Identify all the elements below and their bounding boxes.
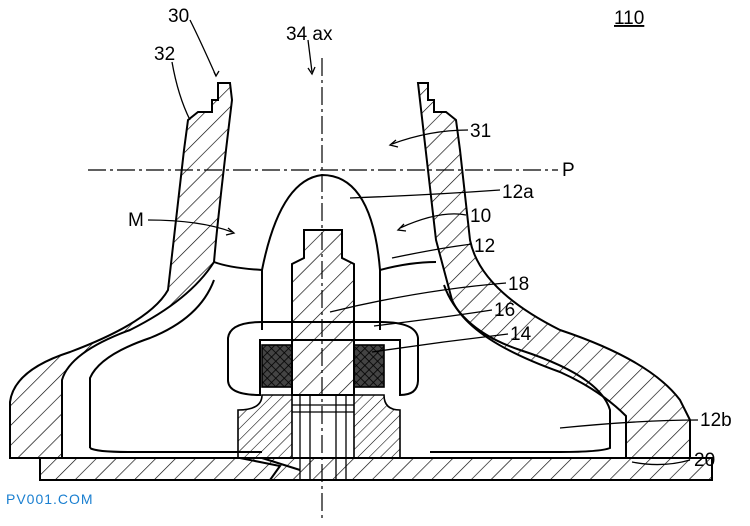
figure-number: 110 [614,8,644,29]
clamp-detail [239,457,301,481]
ring-14-left [261,344,293,388]
ring-16 [227,321,419,397]
tube [299,395,347,480]
base-insert [237,394,293,459]
label-14: 14 [510,324,532,345]
label-p: P [562,160,575,181]
label-18: 18 [508,274,529,295]
housing-30-right [416,82,691,459]
inner-cavity-left-bottom [89,447,262,453]
pin-18 [291,229,355,396]
base-plate-20 [39,457,713,481]
housing-30 [9,82,234,459]
label-16: 16 [494,300,515,321]
label-12: 12 [474,236,495,257]
label-20: 20 [694,450,715,471]
label-31: 31 [470,121,491,142]
inner-cavity-12b-left [89,279,215,448]
inner-fitting-12 [213,261,263,271]
base-insert-right [353,394,401,459]
label-12a: 12a [502,182,534,203]
label-34-ax: 34 ax [286,24,333,45]
label-12b: 12b [700,410,732,431]
label-10: 10 [470,206,491,227]
inner-fitting-12-right [379,261,437,271]
label-m: M [128,210,144,231]
label-30: 30 [168,6,189,27]
watermark: PV001.COM [6,491,94,507]
label-32: 32 [154,44,175,65]
inner-cavity-12b-right [430,284,611,453]
ring-14-right [353,344,385,388]
